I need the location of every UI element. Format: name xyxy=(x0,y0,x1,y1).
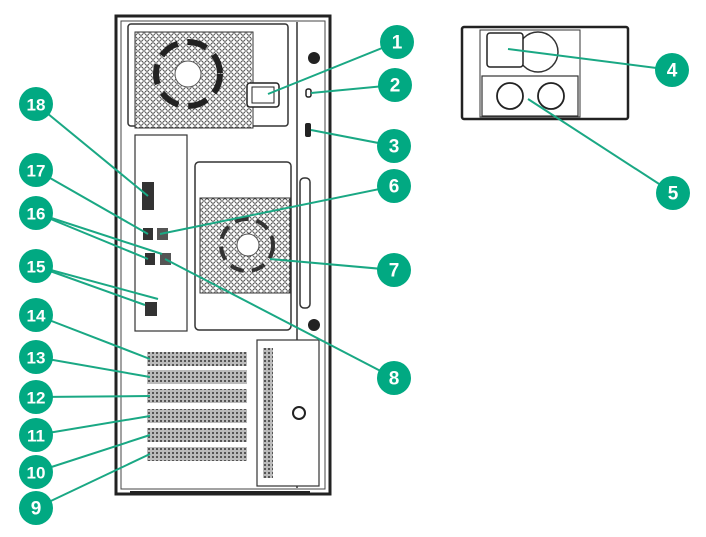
callout-number: 16 xyxy=(27,205,46,224)
leader-lines xyxy=(35,41,674,509)
pcie-slots xyxy=(147,352,247,461)
callout-number: 17 xyxy=(27,162,46,181)
callout-17: 17 xyxy=(19,153,53,187)
callout-circle xyxy=(377,361,411,395)
callout-7: 7 xyxy=(377,253,411,287)
callout-number: 3 xyxy=(389,137,400,158)
thumbscrew xyxy=(308,52,320,64)
leader-line-10 xyxy=(35,434,151,473)
callout-circle xyxy=(380,25,414,59)
callout-number: 6 xyxy=(389,177,400,198)
leader-line-16 xyxy=(35,212,149,260)
leader-line-6 xyxy=(159,185,395,235)
callout-number: 14 xyxy=(27,307,46,326)
callout-circle xyxy=(377,129,411,163)
callout-number: 7 xyxy=(389,261,400,282)
callout-circle xyxy=(19,491,53,525)
callout-circle xyxy=(378,68,412,102)
leader-line-13 xyxy=(35,356,151,378)
pcie-slot-3 xyxy=(147,409,247,423)
leader-line-9 xyxy=(35,453,151,509)
callout-14: 14 xyxy=(19,298,53,332)
power-connector-1 xyxy=(246,82,280,108)
callout-number: 11 xyxy=(27,427,45,446)
leader-line-12 xyxy=(35,395,151,398)
callout-number: 18 xyxy=(27,96,46,115)
callout-circle xyxy=(19,153,53,187)
callout-13: 13 xyxy=(19,340,53,374)
flexible-slot-power-supply xyxy=(460,25,630,121)
psu-fan-blades xyxy=(153,39,223,109)
callout-circle xyxy=(19,340,53,374)
psu-fan-hub xyxy=(174,60,202,88)
callout-11: 11 xyxy=(19,418,53,452)
leader-line-8 xyxy=(164,258,395,379)
callout-circle xyxy=(377,253,411,287)
leader-line-15 xyxy=(35,265,159,300)
pcie-slot-1 xyxy=(147,447,247,461)
callout-circle xyxy=(19,418,53,452)
callout-number: 10 xyxy=(27,464,46,483)
leader-line-17 xyxy=(35,169,149,235)
leader-line-14 xyxy=(35,314,151,360)
callout-12: 12 xyxy=(19,380,53,414)
callout-number: 9 xyxy=(31,499,42,520)
callout-number: 4 xyxy=(667,61,678,82)
callout-circle xyxy=(19,87,53,121)
leader-line-15 xyxy=(35,265,146,306)
leader-line-7 xyxy=(269,258,395,271)
callout-5: 5 xyxy=(656,176,690,210)
callout-18: 18 xyxy=(19,87,53,121)
leader-line-18 xyxy=(35,103,149,197)
pcie-slot-5 xyxy=(147,370,247,384)
callout-number: 8 xyxy=(389,369,400,390)
callout-3: 3 xyxy=(377,129,411,163)
callout-2: 2 xyxy=(378,68,412,102)
callout-number: 2 xyxy=(390,76,401,97)
leader-line-5 xyxy=(527,98,674,194)
callout-number: 13 xyxy=(27,349,46,368)
callout-circle xyxy=(19,196,53,230)
rear-fan-hub xyxy=(236,233,260,257)
thumbscrew-lower xyxy=(308,319,320,331)
leader-line-16 xyxy=(35,212,163,255)
pcie-slot-2 xyxy=(147,428,247,442)
callout-8: 8 xyxy=(377,361,411,395)
usb-ports xyxy=(145,302,157,316)
callout-circle xyxy=(377,169,411,203)
callout-circle xyxy=(19,455,53,489)
side-handle xyxy=(299,177,311,309)
callout-9: 9 xyxy=(19,491,53,525)
pcie-slot-4 xyxy=(147,389,247,403)
pcie-slot-6 xyxy=(147,352,247,366)
leader-line-1 xyxy=(267,41,398,95)
callout-16: 16 xyxy=(19,196,53,230)
padlock-eye xyxy=(305,123,311,137)
rear-fan-blades xyxy=(219,217,275,273)
callout-number: 12 xyxy=(27,389,46,408)
callout-10: 10 xyxy=(19,455,53,489)
fsp-blank xyxy=(481,75,579,117)
callout-number: 5 xyxy=(668,184,679,205)
server-chassis xyxy=(114,14,332,496)
callout-circle xyxy=(19,298,53,332)
callout-1: 1 xyxy=(380,25,414,59)
callout-4: 4 xyxy=(655,53,689,87)
callout-6: 6 xyxy=(377,169,411,203)
callout-circle xyxy=(19,249,53,283)
callout-15: 15 xyxy=(19,249,53,283)
network-port-3 xyxy=(145,253,155,265)
callout-number: 15 xyxy=(27,258,46,277)
callout-circle xyxy=(656,176,690,210)
callout-circle xyxy=(19,380,53,414)
leader-line-11 xyxy=(35,415,151,436)
callout-circle xyxy=(655,53,689,87)
callout-number: 1 xyxy=(392,33,403,54)
leader-line-4 xyxy=(507,48,673,71)
